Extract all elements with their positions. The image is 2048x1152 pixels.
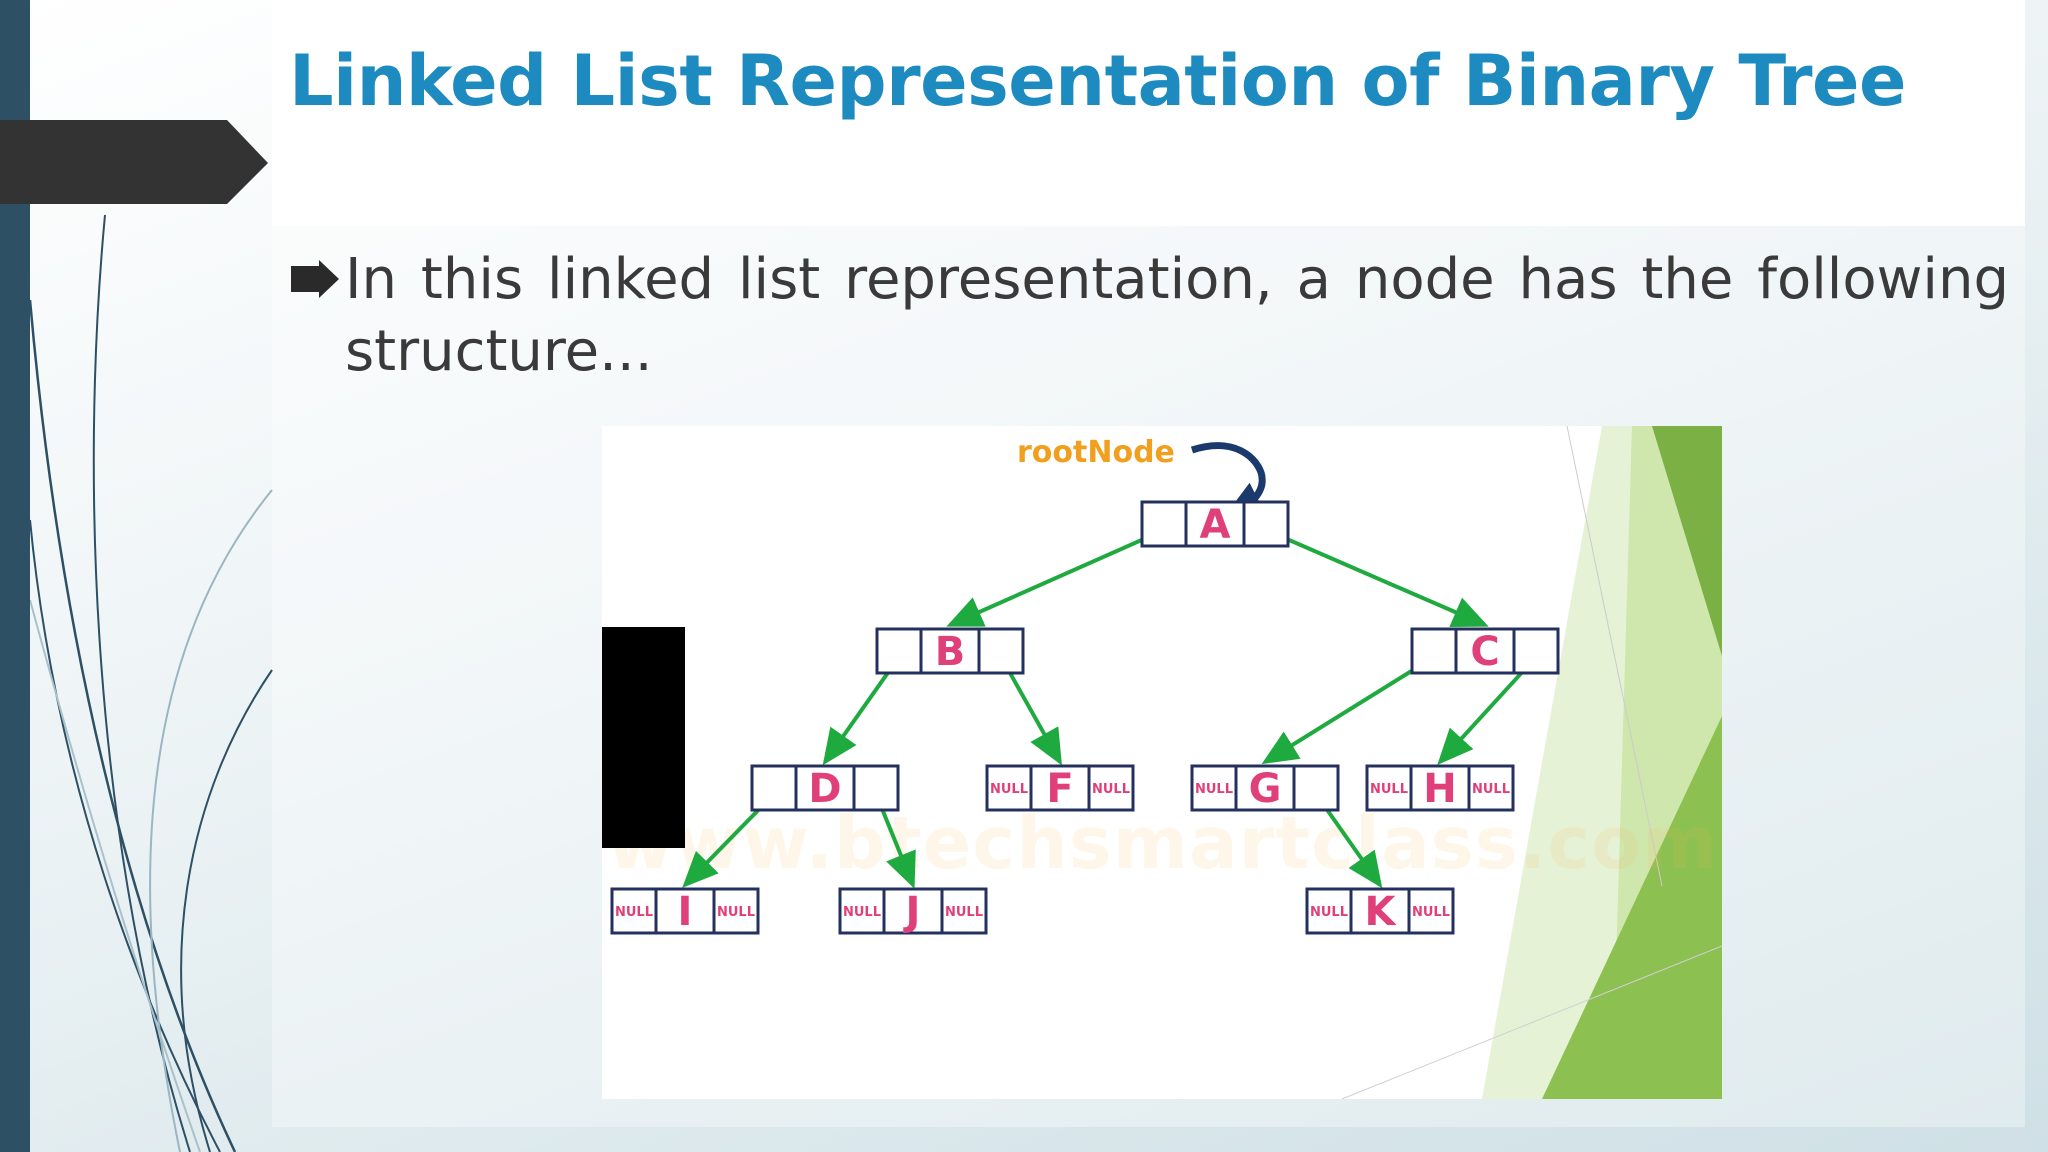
watermark: www.btechsmartclass.com [607,801,1717,885]
green-decor-bottom [1542,716,1722,1099]
null-pointer-label: NULL [990,782,1028,797]
node-label: I [678,889,693,935]
bullet-point: In this linked list representation, a no… [289,244,2009,388]
node-label: J [903,889,921,935]
null-pointer-label: NULL [945,905,983,920]
tree-node-b: B [875,627,1025,675]
tree-node-g: G NULL [1190,764,1340,812]
tree-edge-arrow [1265,528,1489,627]
node-label: B [935,629,966,675]
tree-edge-arrow [1261,655,1436,765]
tree-edge-arrow [946,528,1165,627]
tree-node-h: H NULL NULL [1365,764,1515,812]
root-node-label: rootNode [1017,435,1175,470]
slide-title: Linked List Representation of Binary Tre… [289,40,1906,122]
tree-node-j: J NULL NULL [838,887,988,935]
node-label: H [1423,766,1456,812]
tree-nodes: A B C D F NULL NULL G NULL H NULL NULL I NULL NULL J NUL… [610,500,1560,935]
node-label: C [1470,629,1499,675]
node-label: G [1249,766,1282,812]
binary-tree-diagram: www.btechsmartclass.com rootNode A B C D F NU… [602,426,1722,1099]
redacted-block [602,627,685,848]
title-band [272,0,2025,226]
null-pointer-label: NULL [1092,782,1130,797]
node-label: K [1365,889,1398,935]
tree-node-f: F NULL NULL [985,764,1135,812]
tree-node-d: D [750,764,900,812]
null-pointer-label: NULL [1195,782,1233,797]
bullet-text: In this linked list representation, a no… [345,247,2009,384]
node-label: F [1046,766,1073,812]
tree-node-a: A [1140,500,1290,548]
tree-node-i: I NULL NULL [610,887,760,935]
null-pointer-label: NULL [843,905,881,920]
null-pointer-label: NULL [1412,905,1450,920]
node-label: A [1200,502,1231,548]
node-label: D [808,766,841,812]
null-pointer-label: NULL [615,905,653,920]
null-pointer-label: NULL [1370,782,1408,797]
tree-node-c: C [1410,627,1560,675]
tree-node-k: K NULL NULL [1305,887,1455,935]
green-decor-dark [1652,426,1722,656]
null-pointer-label: NULL [717,905,755,920]
arrow-bullet-icon [291,260,339,298]
null-pointer-label: NULL [1310,905,1348,920]
null-pointer-label: NULL [1472,782,1510,797]
